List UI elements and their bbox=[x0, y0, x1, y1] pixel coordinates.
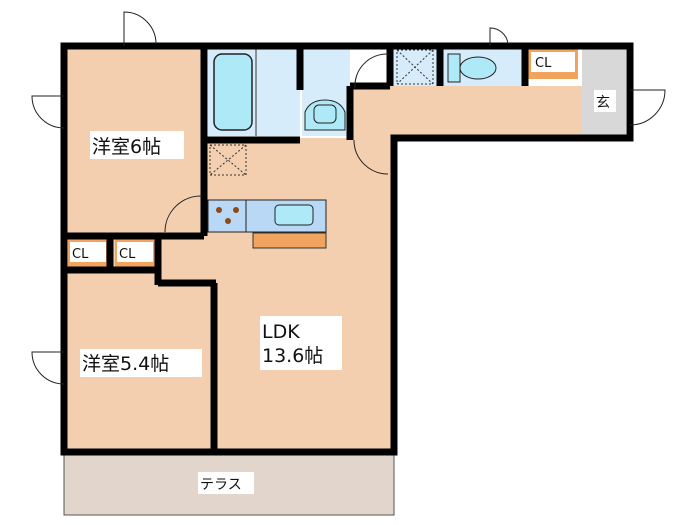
walls bbox=[60, 42, 634, 456]
hall-floor bbox=[158, 236, 218, 286]
closet-2-label: CL bbox=[119, 247, 136, 262]
terrace-label: テラス bbox=[200, 477, 242, 493]
ldk-floor bbox=[204, 138, 394, 452]
washer-space-icon bbox=[396, 49, 434, 85]
ldk-label: LDK bbox=[262, 321, 300, 343]
bathtub-icon bbox=[213, 53, 253, 131]
western-room-2-label: 洋室5.4帖 bbox=[82, 353, 169, 375]
western-room-1-label: 洋室6帖 bbox=[92, 136, 161, 158]
fridge-space-icon bbox=[209, 144, 247, 176]
laundry-floor bbox=[390, 46, 440, 86]
kitchen-cabinet bbox=[252, 232, 327, 249]
doors bbox=[31, 11, 666, 385]
entrance-label: 玄 bbox=[596, 94, 610, 111]
corridor-floor bbox=[350, 86, 582, 138]
toilet-icon bbox=[447, 53, 461, 83]
closet-1-label: CL bbox=[72, 247, 89, 262]
closet-3-label: CL bbox=[535, 56, 552, 71]
kitchen-sink-icon bbox=[274, 204, 314, 226]
ldk-size-label: 13.6帖 bbox=[262, 345, 323, 367]
